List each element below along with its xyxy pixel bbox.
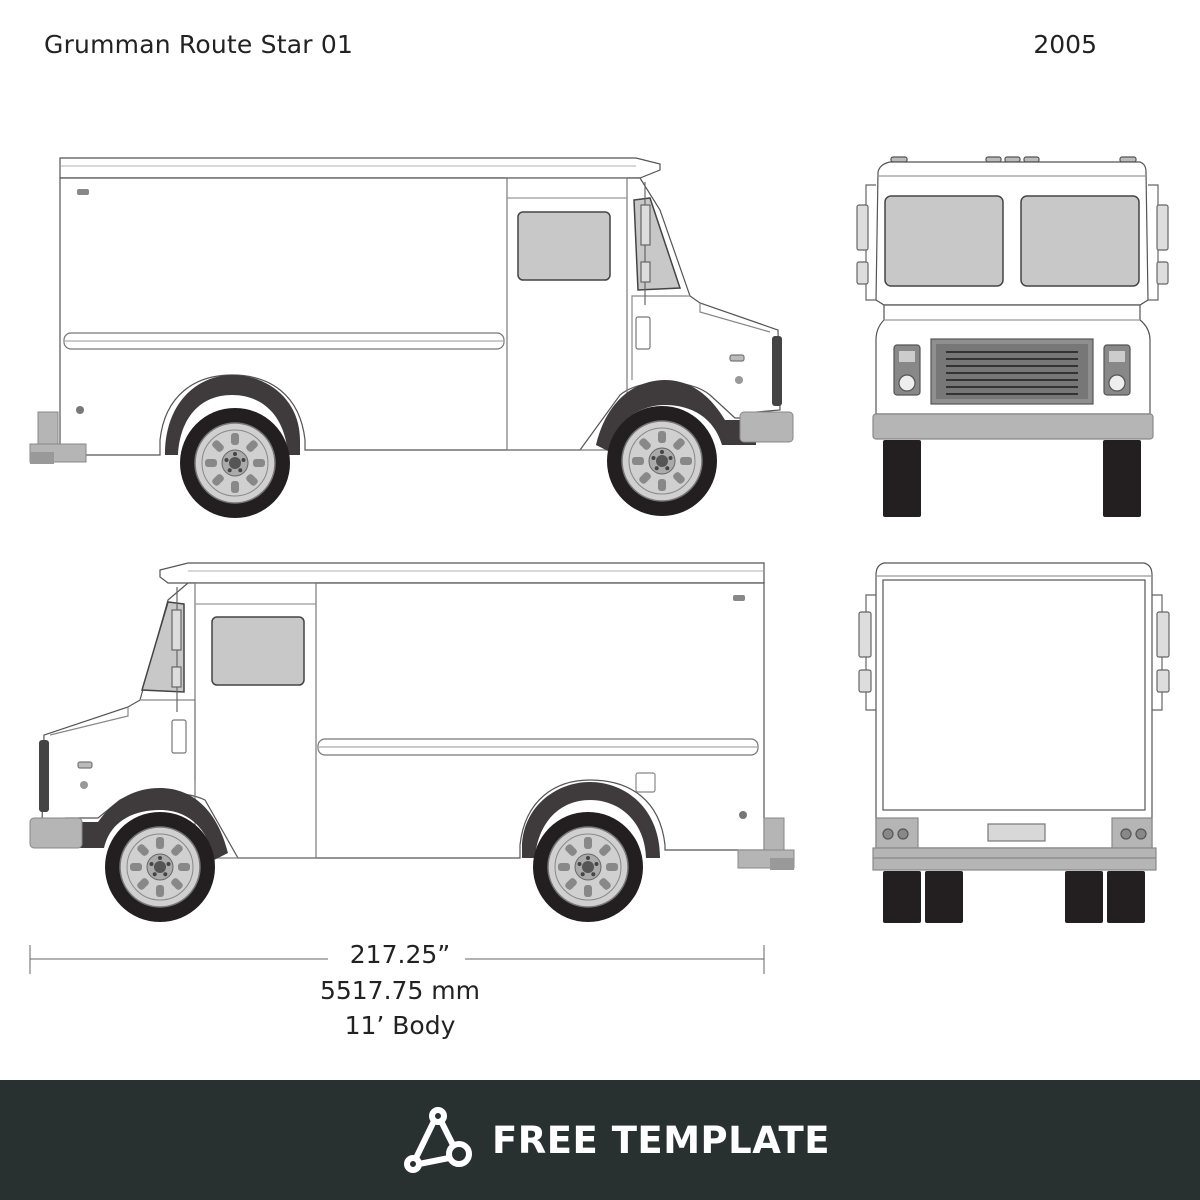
length-inches: 217.25” (349, 940, 451, 969)
rear-wheel (179, 407, 291, 519)
vehicle-template-drawing (29, 156, 1170, 974)
free-template-label[interactable]: FREE TEMPLATE (492, 1119, 831, 1162)
triangle-nodes-icon[interactable] (404, 1106, 474, 1176)
body-size: 11’ Body (344, 1011, 456, 1040)
rear-wheel-left (532, 811, 644, 923)
front-view (856, 156, 1169, 517)
page-title: Grumman Route Star 01 (44, 30, 354, 59)
length-dimension-line (29, 945, 765, 974)
front-wheel (606, 405, 718, 517)
front-wheel-left (104, 811, 216, 923)
model-year: 2005 (1033, 30, 1097, 59)
side-view-right (59, 157, 782, 456)
front-bumper (739, 411, 794, 443)
rear-step (29, 411, 87, 464)
rear-fender (165, 375, 300, 455)
front-fender-left (66, 788, 228, 860)
footer-banner (0, 1080, 1200, 1200)
length-millimeters: 5517.75 mm (319, 976, 481, 1005)
rear-step-left (737, 817, 795, 870)
front-fender (596, 380, 756, 452)
rear-view (858, 562, 1170, 923)
front-bumper-left (29, 817, 83, 849)
rear-fender-left (522, 782, 660, 858)
side-view-left (39, 562, 765, 859)
